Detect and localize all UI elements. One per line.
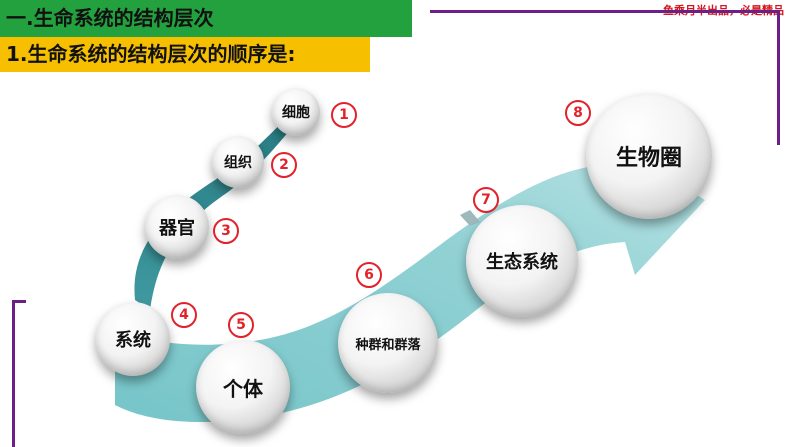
frame-left-cap xyxy=(12,300,26,303)
level-population-community: 种群和群落 xyxy=(338,293,438,393)
level-tissue: 组织 xyxy=(212,136,264,188)
level-organ: 器官 xyxy=(145,195,209,259)
marker-2: 2 xyxy=(271,152,297,178)
frame-right-line xyxy=(777,10,780,145)
marker-6: 6 xyxy=(356,262,382,288)
level-system: 系统 xyxy=(96,302,170,376)
level-individual: 个体 xyxy=(196,340,290,434)
subtitle: 1.生命系统的结构层次的顺序是: xyxy=(0,37,370,72)
arrow-notch xyxy=(460,210,480,226)
frame-top-line xyxy=(430,10,780,13)
marker-3: 3 xyxy=(213,218,239,244)
level-ecosystem: 生态系统 xyxy=(466,205,578,317)
marker-4: 4 xyxy=(171,302,197,328)
level-cell: 细胞 xyxy=(272,88,320,136)
marker-8: 8 xyxy=(565,100,591,126)
frame-left-line xyxy=(12,300,15,447)
marker-5: 5 xyxy=(228,312,254,338)
level-biosphere: 生物圈 xyxy=(586,93,712,219)
marker-7: 7 xyxy=(473,187,499,213)
marker-1: 1 xyxy=(331,102,357,128)
section-title: 一.生命系统的结构层次 xyxy=(0,0,412,37)
